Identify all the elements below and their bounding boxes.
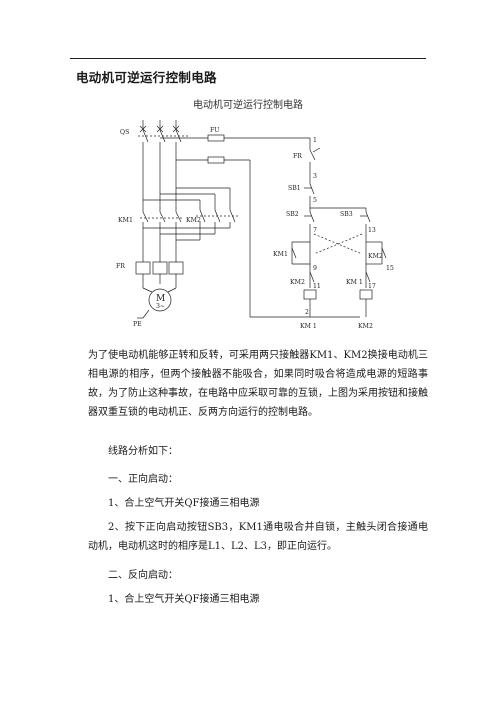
node-1: 1 xyxy=(313,137,317,144)
label-km2-hold: KM2 xyxy=(368,253,383,260)
label-motor: M xyxy=(156,294,165,304)
node-2: 2 xyxy=(305,309,309,316)
node-17: 17 xyxy=(368,283,376,290)
top-rule xyxy=(70,58,426,59)
label-coil-km1: KM 1 xyxy=(300,323,317,330)
forward-step-1-text: 1、合上空气开关QF接通三相电源 xyxy=(108,498,260,509)
figure-caption: 电动机可逆运行控制电路 xyxy=(193,100,303,111)
label-coil-km2: KM2 xyxy=(358,323,373,330)
forward-step-1: 1、合上空气开关QF接通三相电源 xyxy=(108,494,428,513)
label-fr-main: FR xyxy=(116,263,125,270)
label-km2-interlock: KM2 xyxy=(290,279,305,286)
body-paragraph: 为了使电动机能够正转和反转，可采用两只接触器KM1、KM2换接电动机三相电源的相… xyxy=(88,346,428,422)
label-km1-main: KM1 xyxy=(118,217,133,224)
label-sb3: SB3 xyxy=(340,211,353,218)
node-3: 3 xyxy=(313,173,317,180)
label-motor-sub: 3~ xyxy=(156,303,165,310)
reverse-step-1-text: 1、合上空气开关QF接通三相电源 xyxy=(108,594,260,605)
node-13: 13 xyxy=(368,227,376,234)
node-15: 15 xyxy=(386,265,394,272)
label-sb2: SB2 xyxy=(286,211,299,218)
analysis-heading: 线路分析如下： xyxy=(108,446,178,457)
reverse-step-1: 1、合上空气开关QF接通三相电源 xyxy=(108,590,428,609)
node-5: 5 xyxy=(313,197,317,204)
label-pe: PE xyxy=(133,321,142,328)
label-km1-hold: KM1 xyxy=(273,251,288,258)
forward-step-2: 2、按下正向启动按钮SB3，KM1通电吸合并自锁，主触头闭合接通电动机，电动机这… xyxy=(88,518,428,556)
reverse-heading: 二、反向启动： xyxy=(108,570,178,581)
label-km1-interlock: KM 1 xyxy=(346,279,363,286)
node-9: 9 xyxy=(313,265,317,272)
label-km2-main: KM2 xyxy=(186,217,201,224)
circuit-diagram: QS FU KM1 KM2 FR M 3~ PE FR SB1 SB2 SB3 … xyxy=(116,120,394,330)
reverse-section: 二、反向启动： xyxy=(108,566,428,585)
intro-paragraph: 为了使电动机能够正转和反转，可采用两只接触器KM1、KM2换接电动机三相电源的相… xyxy=(88,350,428,418)
analysis-line: 线路分析如下： xyxy=(108,442,428,461)
label-fu: FU xyxy=(210,127,220,134)
label-sb1: SB1 xyxy=(288,185,301,192)
document-title: 电动机可逆运行控制电路 xyxy=(76,70,217,85)
forward-step-2-text: 2、按下正向启动按钮SB3，KM1通电吸合并自锁，主触头闭合接通电动机，电动机这… xyxy=(88,522,428,552)
node-11: 11 xyxy=(313,283,321,290)
forward-heading: 一、正向启动： xyxy=(108,474,178,485)
forward-section: 一、正向启动： xyxy=(108,470,428,489)
label-qs: QS xyxy=(120,129,129,136)
label-fr-ctrl: FR xyxy=(293,153,302,160)
node-7: 7 xyxy=(313,227,317,234)
